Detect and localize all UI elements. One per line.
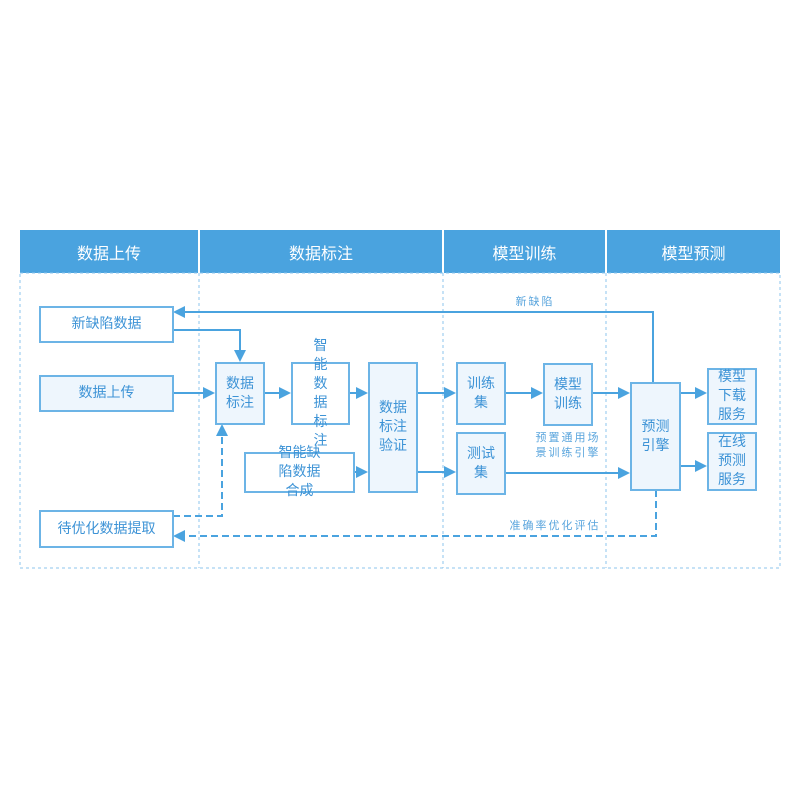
box-model-training: 模型训练 [543,363,593,426]
box-test-set: 测试集 [456,432,506,495]
box-new-defect-data: 新缺陷数据 [39,306,174,343]
header-model-prediction: 模型预测 [607,230,780,273]
box-to-optimize-extract: 待优化数据提取 [39,510,174,548]
label-preset-engine: 预置通用场景训练引擎 [535,431,601,459]
box-predict-engine: 预测引擎 [630,382,681,491]
box-defect-synthesis: 智能缺陷数据合成 [244,445,355,499]
box-data-upload: 数据上传 [39,375,174,412]
arrow-accuracy-eval [173,490,657,542]
box-model-download: 模型下载服务 [707,368,757,425]
header-data-annotation: 数据标注 [200,230,442,273]
box-annotation-verify: 数据标注验证 [368,362,418,493]
label-new-defect: 新缺陷 [515,295,555,308]
arrow-new-defect-to-annotation [173,329,246,362]
arrow-optimize-to-annotation [173,424,228,517]
arrow-new-defect-feedback [173,306,654,382]
box-train-set: 训练集 [456,362,506,425]
header-data-upload: 数据上传 [20,230,198,273]
swimlane-borders [19,272,781,569]
box-online-predict: 在线预测服务 [707,432,757,491]
label-accuracy-eval: 准确率优化评估 [509,519,601,532]
header-model-training: 模型训练 [444,230,605,273]
box-smart-annotation: 智能数据标注 [291,338,350,449]
box-data-annotation: 数据标注 [215,362,265,425]
